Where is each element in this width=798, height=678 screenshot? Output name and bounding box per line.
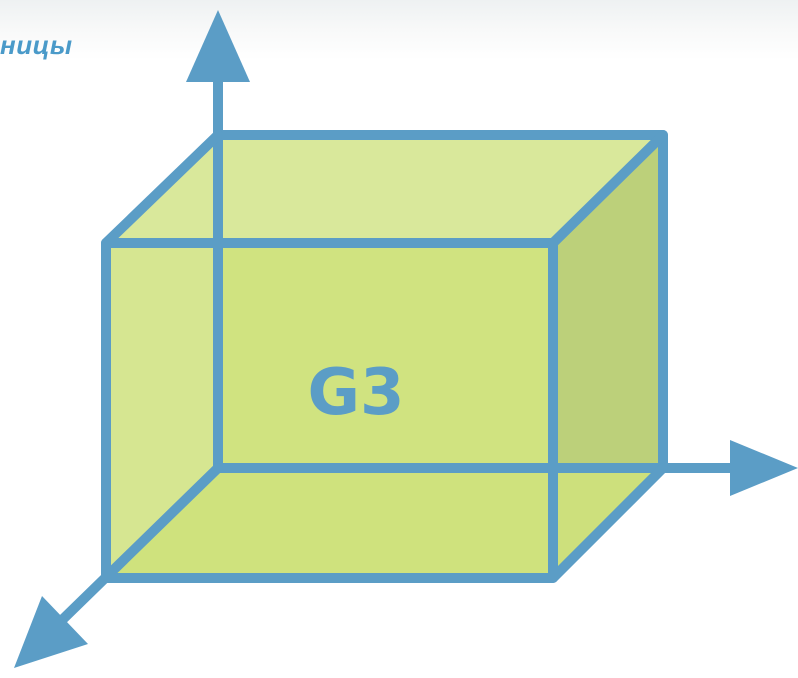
cube-label: G3 bbox=[307, 356, 404, 430]
cube-edge-bottom-right bbox=[548, 463, 668, 583]
cube-top-face bbox=[106, 135, 663, 243]
horizontal-axis-arrowhead bbox=[730, 440, 798, 496]
cube-edge-top-right bbox=[548, 130, 668, 248]
cube-front-edges bbox=[101, 238, 558, 583]
depth-axis-line bbox=[55, 463, 223, 627]
depth-axis-arrowhead bbox=[14, 596, 88, 668]
slide-title-fragment: ницы bbox=[0, 30, 73, 60]
cube-edge-top-left bbox=[101, 130, 223, 248]
vertical-axis-arrowhead bbox=[186, 10, 250, 82]
